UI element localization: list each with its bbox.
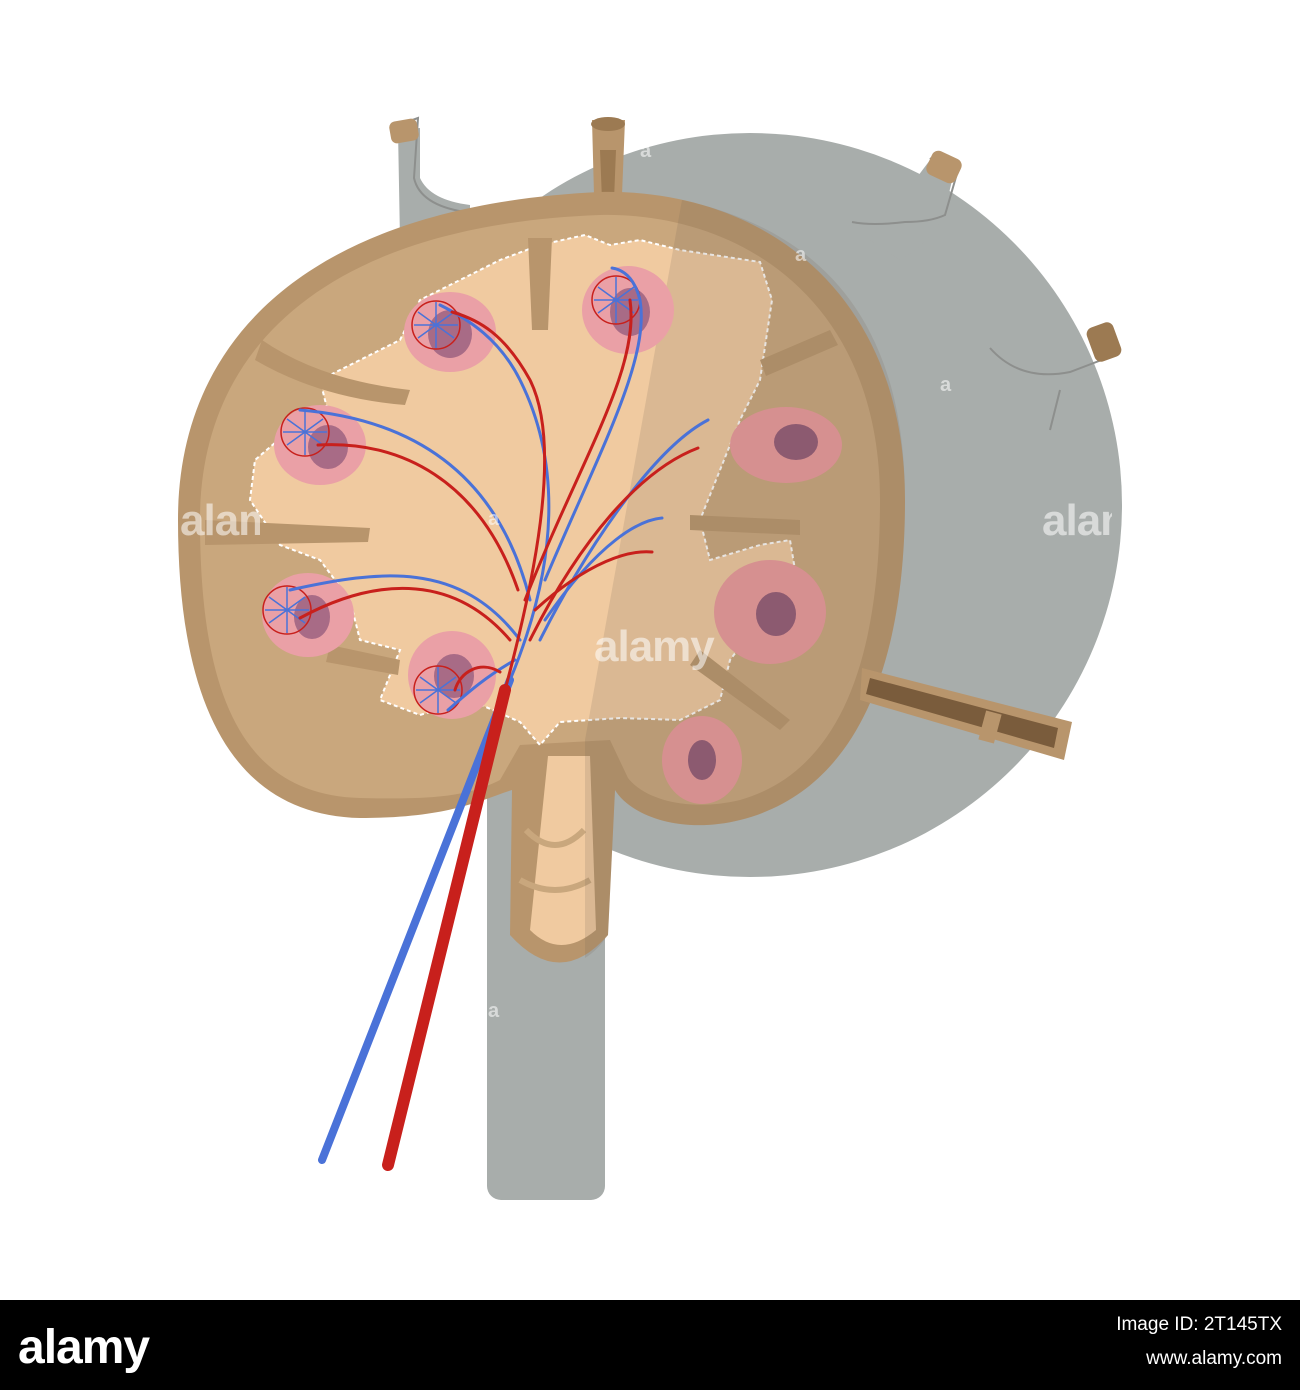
afferent-lymph-vessels <box>389 116 1122 431</box>
lymph-node-diagram <box>178 116 1122 1200</box>
follicle <box>714 560 826 664</box>
watermark-mark: a <box>795 244 807 266</box>
image-id-label: Image ID: 2T145TX <box>1116 1314 1282 1335</box>
watermark-mark: a <box>640 140 652 162</box>
watermark-mark: a <box>488 1000 500 1022</box>
footer-bar: alamy Image ID: 2T145TX www.alamy.com <box>0 1300 1300 1390</box>
footer-url-link[interactable]: www.alamy.com <box>1146 1348 1282 1369</box>
artery <box>298 298 700 1171</box>
footer-logo: alamy <box>18 1321 150 1374</box>
follicle <box>408 631 496 719</box>
watermark-mark: a <box>940 374 952 396</box>
watermark-mark: a <box>488 508 500 530</box>
node-medulla <box>248 233 802 945</box>
efferent-vessel <box>860 668 1072 760</box>
vein <box>288 266 710 1164</box>
watermark-mark: a <box>795 900 807 922</box>
follicle <box>662 716 742 804</box>
lymphoid-follicles <box>262 266 842 804</box>
follicle <box>730 407 842 483</box>
node-trabeculae <box>205 238 838 730</box>
